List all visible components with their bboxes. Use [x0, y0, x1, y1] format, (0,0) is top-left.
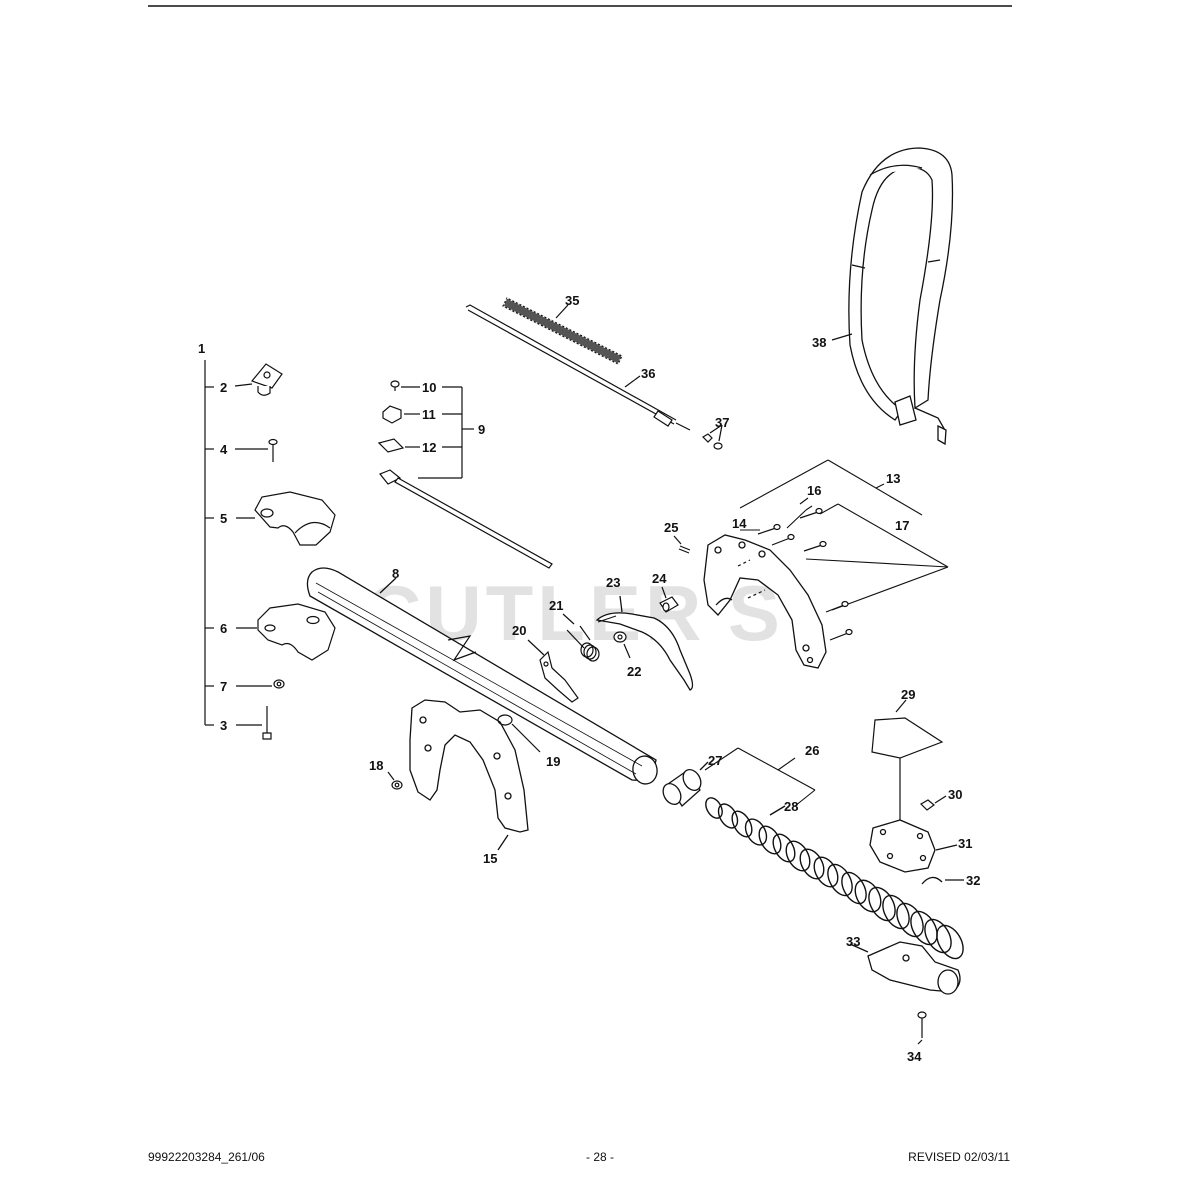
- part-27-bushing: [662, 761, 709, 807]
- part-23-throttle-trigger: [595, 595, 694, 691]
- part-24-pin: [659, 586, 679, 613]
- part-36-throttle-cable: [465, 304, 691, 431]
- callout-8: 8: [392, 566, 399, 581]
- part-15-handle-bracket: [409, 699, 529, 851]
- callout-10: 10: [422, 380, 436, 395]
- callout-19: 19: [546, 754, 560, 769]
- callout-35: 35: [565, 293, 579, 308]
- part-28-spring-coil: [705, 797, 964, 960]
- part-10-small-screw: [390, 380, 420, 391]
- item-9-bracket: [418, 386, 474, 479]
- footer-revised-date: REVISED 02/03/11: [908, 1150, 1010, 1164]
- part-6-lower-clamp: [236, 603, 336, 661]
- part-20-lock-bracket: [527, 639, 579, 703]
- part-19-clip: [497, 714, 541, 753]
- callout-25: 25: [664, 520, 678, 535]
- item-13-16-17-brackets: [739, 459, 949, 611]
- callout-28: 28: [784, 799, 798, 814]
- callout-31: 31: [958, 836, 972, 851]
- callout-3: 3: [220, 718, 227, 733]
- part-29-label: [871, 699, 944, 822]
- callout-38: 38: [812, 335, 826, 350]
- callout-9: 9: [478, 422, 485, 437]
- callout-labels: 1 2 4 5 6 7 3 10 11 12 9 35 36 37 38 13 …: [198, 293, 980, 1064]
- part-25-pin: [673, 535, 691, 554]
- part-14-handle-half: [703, 534, 827, 669]
- part-31-housing-cover: [869, 819, 958, 873]
- part-7-nut: [236, 679, 285, 689]
- part-8-shaft-tube: [306, 567, 658, 785]
- part-12-plate: [377, 438, 420, 453]
- callout-22: 22: [627, 664, 641, 679]
- callout-16: 16: [807, 483, 821, 498]
- callout-17: 17: [895, 518, 909, 533]
- callout-5: 5: [220, 511, 227, 526]
- callout-21: 21: [549, 598, 563, 613]
- part-22-washer: [613, 631, 631, 659]
- part-11-clip: [382, 405, 420, 424]
- part-2-clamp-nut: [234, 363, 283, 396]
- callout-23: 23: [606, 575, 620, 590]
- callout-6: 6: [220, 621, 227, 636]
- callout-4: 4: [220, 442, 228, 457]
- part-38-shoulder-strap: [831, 147, 954, 446]
- callout-11: 11: [422, 407, 436, 422]
- part-18-nut: [387, 771, 403, 790]
- part-4-screw: [235, 438, 278, 462]
- part-35-cable-sleeve: [502, 297, 623, 365]
- callout-7: 7: [220, 679, 227, 694]
- callout-15: 15: [483, 851, 497, 866]
- item-1-bracket: [204, 360, 214, 726]
- part-37-nut-washer: [702, 424, 723, 450]
- part-34-bolt: [917, 1011, 927, 1045]
- callout-2: 2: [220, 380, 227, 395]
- parts-16-17-screws: [737, 507, 853, 641]
- callout-24: 24: [652, 571, 667, 586]
- part-30-nut: [920, 795, 947, 811]
- callout-18: 18: [369, 758, 383, 773]
- callout-1: 1: [198, 341, 205, 356]
- footer-page-number: - 28 -: [585, 1150, 614, 1164]
- part-3-bolt: [236, 706, 272, 740]
- callout-20: 20: [512, 623, 526, 638]
- item-26-bracket: [704, 747, 816, 807]
- footer-part-number: 99922203284_261/06: [148, 1150, 265, 1164]
- callout-32: 32: [966, 873, 980, 888]
- callout-27: 27: [708, 753, 722, 768]
- callout-30: 30: [948, 787, 962, 802]
- callout-26: 26: [805, 743, 819, 758]
- part-21-spring: [562, 613, 600, 662]
- part-33-gear-housing: [849, 941, 961, 995]
- part-32-clip: [921, 876, 964, 885]
- part-9-cable-tie: [379, 469, 553, 569]
- callout-29: 29: [901, 687, 915, 702]
- callout-34: 34: [907, 1049, 922, 1064]
- callout-12: 12: [422, 440, 436, 455]
- callout-37: 37: [715, 415, 729, 430]
- callout-14: 14: [732, 516, 747, 531]
- part-5-upper-clamp: [236, 491, 336, 546]
- callout-36: 36: [641, 366, 655, 381]
- callout-13: 13: [886, 471, 900, 486]
- callout-33: 33: [846, 934, 860, 949]
